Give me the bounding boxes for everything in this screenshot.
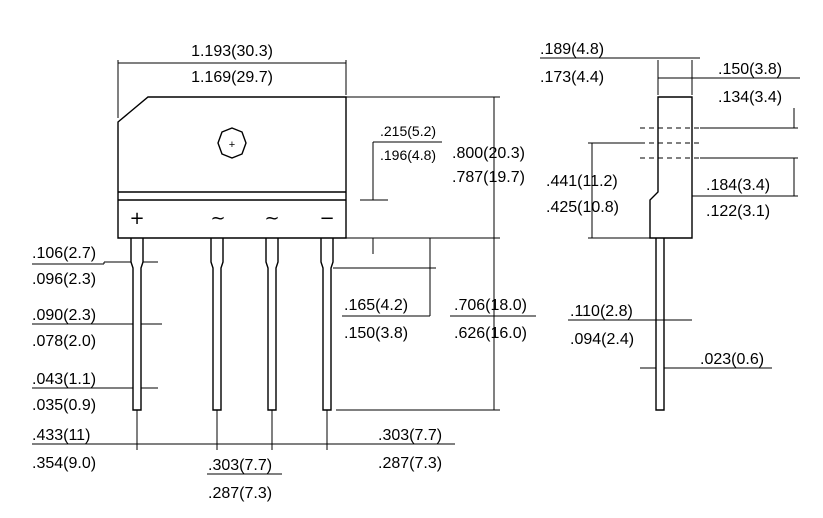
dim-lead-tip-min: .035(0.9) [32,397,96,414]
dim-lead-offset-max: .215(5.2) [380,123,436,139]
dim-standoff-min: .150(3.8) [344,325,408,342]
dim-first-pitch-min: .354(9.0) [32,455,96,472]
front-view: + + ~ ~ − 1.193(30.3) 1.169(29.7) .800(2… [32,43,536,502]
dim-lead-mid-max: .090(2.3) [32,307,96,324]
dim-pitch-b-min: .287(7.3) [378,455,442,472]
pin-mark-ac-1: ~ [210,208,225,229]
dim-side-hole-min: .425(10.8) [546,199,619,216]
lead-4 [320,238,334,411]
dim-first-pitch-max: .433(11) [32,427,90,444]
dim-body-width-max: 1.193(30.3) [191,43,273,60]
dim-side-hole-max: .441(11.2) [546,173,618,190]
dim-lead-length-min: .626(16.0) [454,325,527,342]
mounting-hole-icon [217,127,247,159]
lead-2 [210,238,224,411]
dim-side-top-min: .134(3.4) [718,89,782,106]
dim-pitch-a-min: .287(7.3) [208,485,272,502]
dim-pitch-b-max: .303(7.7) [378,427,442,444]
side-view: .189(4.8) .173(4.4) .150(3.8) .134(3.4) … [540,41,800,411]
side-lead-outline [655,238,665,411]
dim-standoff-max: .165(4.2) [344,297,408,314]
pin-mark-negative: − [319,208,334,229]
dim-side-lead-t: .023(0.6) [700,351,764,368]
dim-side-top-max: .150(3.8) [718,61,782,78]
dim-body-width-min: 1.169(29.7) [191,69,273,86]
dim-body-height-min: .787(19.7) [452,169,525,186]
lead-3 [265,238,279,411]
dim-side-lead-w-max: .110(2.8) [570,303,633,320]
dim-side-step-max: .184(3.4) [706,177,770,194]
pin-mark-positive: + [129,208,144,229]
side-body-outline [649,96,693,239]
dim-lead-offset-min: .196(4.8) [380,147,436,163]
dim-lead-tip-max: .043(1.1) [32,371,96,388]
mounting-hole-center-mark: + [229,139,235,151]
dim-side-thick-max: .189(4.8) [540,41,604,58]
package-body-outline [117,96,347,239]
pin-mark-ac-2: ~ [264,208,279,229]
dim-side-thick-min: .173(4.4) [540,69,604,86]
dim-lead-wide-min: .096(2.3) [32,271,96,288]
dim-lead-mid-min: .078(2.0) [32,333,96,350]
dim-side-lead-w-min: .094(2.4) [570,331,634,348]
dim-side-step-min: .122(3.1) [706,203,770,220]
dim-lead-length-max: .706(18.0) [454,297,527,314]
dim-body-height-max: .800(20.3) [452,145,525,162]
dim-lead-wide-max: .106(2.7) [32,245,96,262]
dim-pitch-a-max: .303(7.7) [208,457,272,474]
